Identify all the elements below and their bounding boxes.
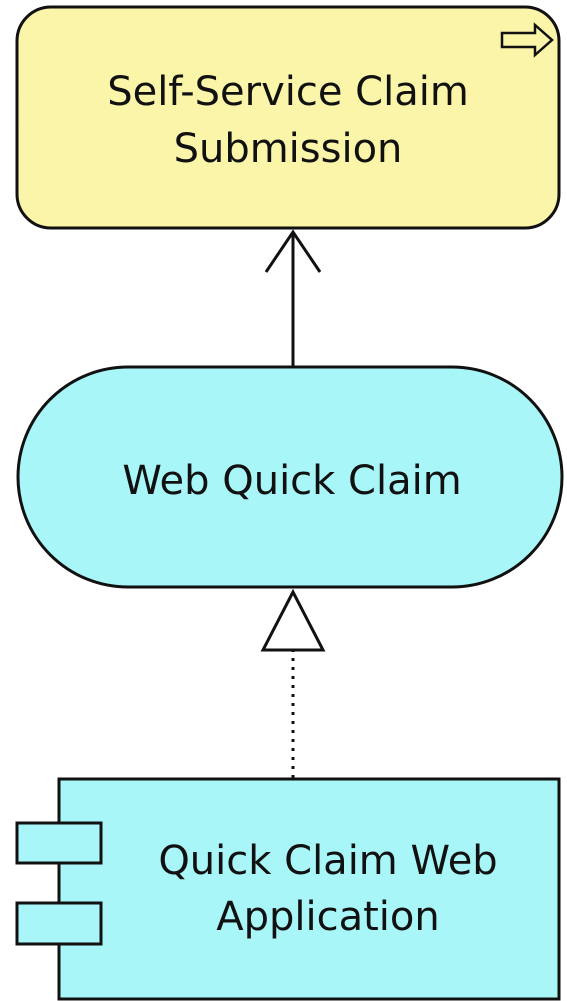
realization-relationship [260, 588, 326, 778]
application-service-label: Web Quick Claim [122, 458, 461, 504]
realization-arrowhead [260, 588, 326, 652]
business-process-box [15, 5, 561, 230]
process-arrow-icon [500, 22, 554, 58]
component-tab-bottom [15, 901, 103, 946]
application-component-label-line2: Application [216, 894, 440, 940]
application-component-label-line1: Quick Claim Web [158, 838, 497, 884]
application-component-box [57, 777, 561, 1001]
application-component-node[interactable]: Quick Claim Web Application [15, 777, 561, 1001]
application-service-node[interactable]: Web Quick Claim [16, 365, 564, 589]
component-tab-top [15, 821, 103, 865]
component-tabs-icon [15, 821, 103, 946]
business-process-label-line1: Self-Service Claim [107, 69, 469, 115]
business-process-label-line2: Submission [174, 126, 403, 172]
business-process-node[interactable]: Self-Service Claim Submission [15, 5, 561, 230]
serving-relationship [264, 229, 322, 367]
application-service-box [16, 365, 564, 589]
